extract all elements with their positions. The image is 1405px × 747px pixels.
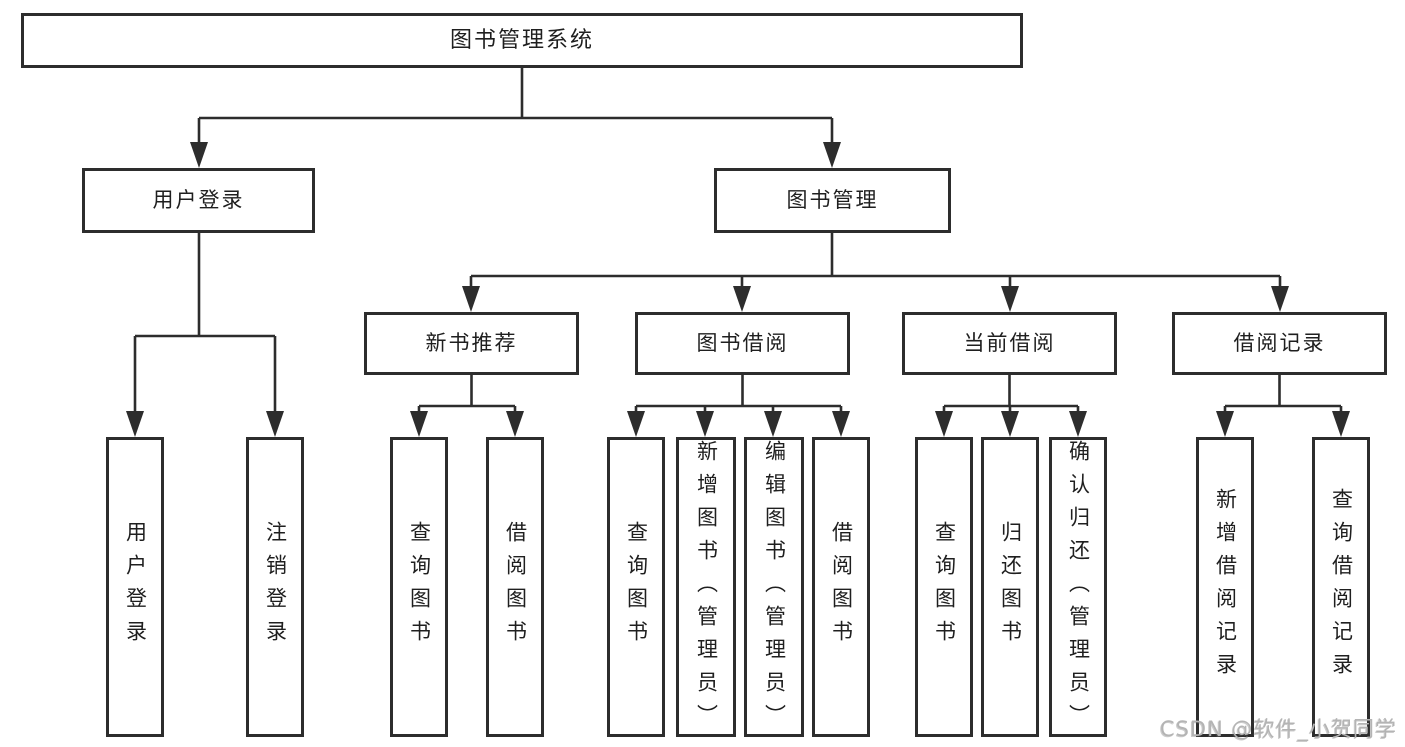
node-label: 新书推荐	[425, 331, 518, 355]
leaf-label: 用户登录	[123, 521, 148, 653]
node-label: 用户登录	[152, 188, 245, 212]
leaf-label: 新增图书（管理员）	[694, 440, 719, 737]
node-label: 图书管理	[786, 188, 879, 212]
leaf-query-borrow-record: 查询借阅记录	[1312, 437, 1370, 737]
node-book-management: 图书管理	[714, 168, 951, 233]
arrowheads	[126, 142, 1350, 437]
leaf-label: 归还图书	[998, 521, 1023, 653]
node-label: 图书管理系统	[449, 27, 594, 53]
leaf-edit-books-admin: 编辑图书（管理员）	[744, 437, 804, 737]
watermark: CSDN @软件_小贺同学	[1159, 717, 1397, 741]
leaf-label: 查询图书	[407, 521, 432, 653]
leaf-query-books-borrow: 查询图书	[607, 437, 665, 737]
leaf-label: 借阅图书	[829, 521, 854, 653]
leaf-logout: 注销登录	[246, 437, 304, 737]
leaf-label: 借阅图书	[503, 521, 528, 653]
leaf-confirm-return-admin: 确认归还（管理员）	[1049, 437, 1107, 737]
leaf-label: 新增借阅记录	[1213, 488, 1238, 686]
node-library-management-system: 图书管理系统	[21, 13, 1023, 68]
node-label: 图书借阅	[696, 331, 789, 355]
leaf-add-books-admin: 新增图书（管理员）	[676, 437, 736, 737]
leaf-label: 查询图书	[624, 521, 649, 653]
leaf-label: 编辑图书（管理员）	[762, 440, 787, 737]
leaf-return-books: 归还图书	[981, 437, 1039, 737]
node-label: 当前借阅	[963, 331, 1056, 355]
leaf-label: 查询图书	[932, 521, 957, 653]
node-book-borrowing: 图书借阅	[635, 312, 850, 375]
node-user-login: 用户登录	[82, 168, 315, 233]
leaf-label: 确认归还（管理员）	[1066, 440, 1091, 737]
leaf-label: 注销登录	[263, 521, 288, 653]
node-current-borrowing: 当前借阅	[902, 312, 1117, 375]
leaf-user-login: 用户登录	[106, 437, 164, 737]
leaf-query-books-current: 查询图书	[915, 437, 973, 737]
leaf-query-books-recommend: 查询图书	[390, 437, 448, 737]
node-new-book-recommendation: 新书推荐	[364, 312, 579, 375]
node-borrowing-records: 借阅记录	[1172, 312, 1387, 375]
leaf-borrow-books: 借阅图书	[812, 437, 870, 737]
leaf-add-borrow-record: 新增借阅记录	[1196, 437, 1254, 737]
leaf-label: 查询借阅记录	[1329, 488, 1354, 686]
leaf-borrow-books-recommend: 借阅图书	[486, 437, 544, 737]
node-label: 借阅记录	[1233, 331, 1326, 355]
